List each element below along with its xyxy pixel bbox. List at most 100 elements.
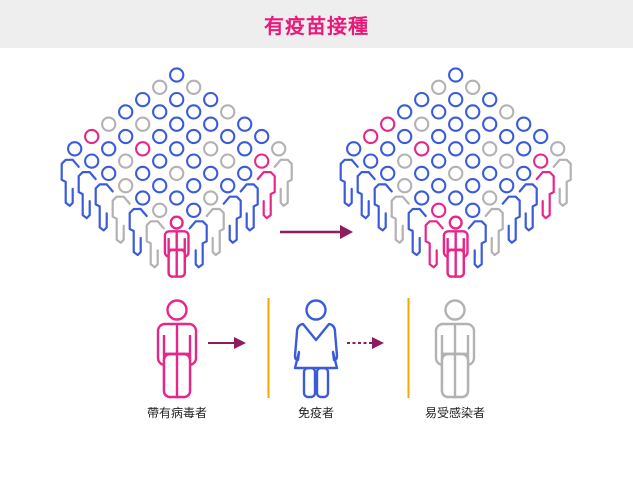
virus-carrier-person-icon	[156, 299, 198, 399]
person-head	[186, 128, 202, 145]
title-bar: 有疫苗接種	[0, 0, 633, 48]
person-head	[465, 153, 481, 169]
person-head	[186, 104, 202, 120]
person-head	[431, 79, 447, 95]
person-body	[111, 195, 134, 244]
person-head	[118, 153, 134, 169]
person-head	[237, 116, 253, 132]
person-head	[448, 141, 464, 157]
person-head	[448, 116, 464, 132]
person-head	[465, 202, 481, 218]
person-head	[516, 116, 532, 132]
person-body	[532, 171, 555, 220]
person-head	[380, 141, 396, 157]
person-head	[380, 116, 396, 132]
person-head	[152, 178, 168, 194]
crowd-after-vaccination	[339, 67, 572, 278]
susceptible-person-icon	[434, 299, 476, 399]
person-body	[202, 207, 225, 257]
person-head	[414, 165, 430, 182]
person-body	[464, 220, 487, 269]
person-head	[186, 153, 202, 169]
person-head	[482, 165, 498, 182]
person-head	[448, 165, 464, 182]
person-head	[135, 91, 151, 108]
person-head	[67, 141, 83, 157]
person-head	[414, 91, 430, 108]
person-head	[499, 128, 515, 145]
person-head	[101, 141, 117, 157]
person-head	[448, 91, 464, 108]
transition-arrow	[280, 225, 353, 239]
page-title: 有疫苗接種	[264, 15, 369, 38]
person-head	[516, 165, 532, 182]
person-head	[237, 165, 253, 182]
person-head	[431, 178, 447, 194]
person-head	[482, 141, 498, 157]
person-head	[431, 104, 447, 120]
person-head	[431, 202, 447, 218]
person-head	[448, 190, 464, 206]
legend-label-immune: 免疫者	[297, 406, 335, 420]
person-head	[135, 165, 151, 182]
person-head	[254, 128, 270, 145]
person-head	[363, 128, 379, 145]
person-head	[414, 141, 430, 157]
person-head	[135, 116, 151, 132]
person-head	[169, 67, 185, 83]
person-head	[203, 141, 219, 157]
person-front	[442, 215, 469, 278]
person-head	[220, 178, 236, 194]
person-head	[152, 104, 168, 120]
person-body	[219, 195, 242, 244]
person-head	[465, 104, 481, 120]
immune-person-icon	[293, 299, 339, 399]
person-head	[414, 116, 430, 132]
person-head	[169, 116, 185, 132]
person-head	[203, 91, 219, 108]
person-body	[270, 158, 293, 207]
person-head	[499, 178, 515, 194]
person-body	[128, 207, 151, 257]
person-head	[101, 116, 117, 132]
crowd-before-vaccination	[60, 67, 293, 278]
person-body	[145, 220, 168, 269]
person-head	[380, 165, 396, 182]
person-head	[203, 165, 219, 182]
person-head	[482, 190, 498, 206]
person-head	[152, 153, 168, 169]
person-body	[407, 207, 430, 257]
person-head	[84, 128, 100, 145]
person-head	[186, 202, 202, 218]
person-head	[431, 128, 447, 145]
person-body	[373, 183, 396, 232]
person-head	[499, 104, 515, 120]
person-head	[84, 153, 100, 169]
person-body	[498, 195, 521, 244]
person-head	[397, 178, 413, 194]
person-head	[118, 104, 134, 120]
person-body	[515, 183, 538, 232]
person-head	[169, 91, 185, 108]
person-head	[220, 128, 236, 145]
person-head	[465, 128, 481, 145]
person-head	[397, 104, 413, 120]
person-head	[135, 190, 151, 206]
person-head	[101, 165, 117, 182]
person-head	[465, 178, 481, 194]
person-head	[152, 128, 168, 145]
person-head	[448, 67, 464, 83]
person-body	[60, 158, 83, 207]
person-head	[397, 153, 413, 169]
person-head	[237, 141, 253, 157]
person-front	[163, 215, 190, 278]
person-head	[363, 153, 379, 169]
person-head	[533, 128, 549, 145]
legend-label-susceptible: 易受感染者	[424, 406, 486, 420]
person-head	[533, 153, 549, 169]
person-head	[414, 190, 430, 206]
person-body	[424, 220, 447, 269]
person-head	[203, 190, 219, 206]
person-head	[135, 141, 151, 157]
person-head	[271, 141, 287, 157]
